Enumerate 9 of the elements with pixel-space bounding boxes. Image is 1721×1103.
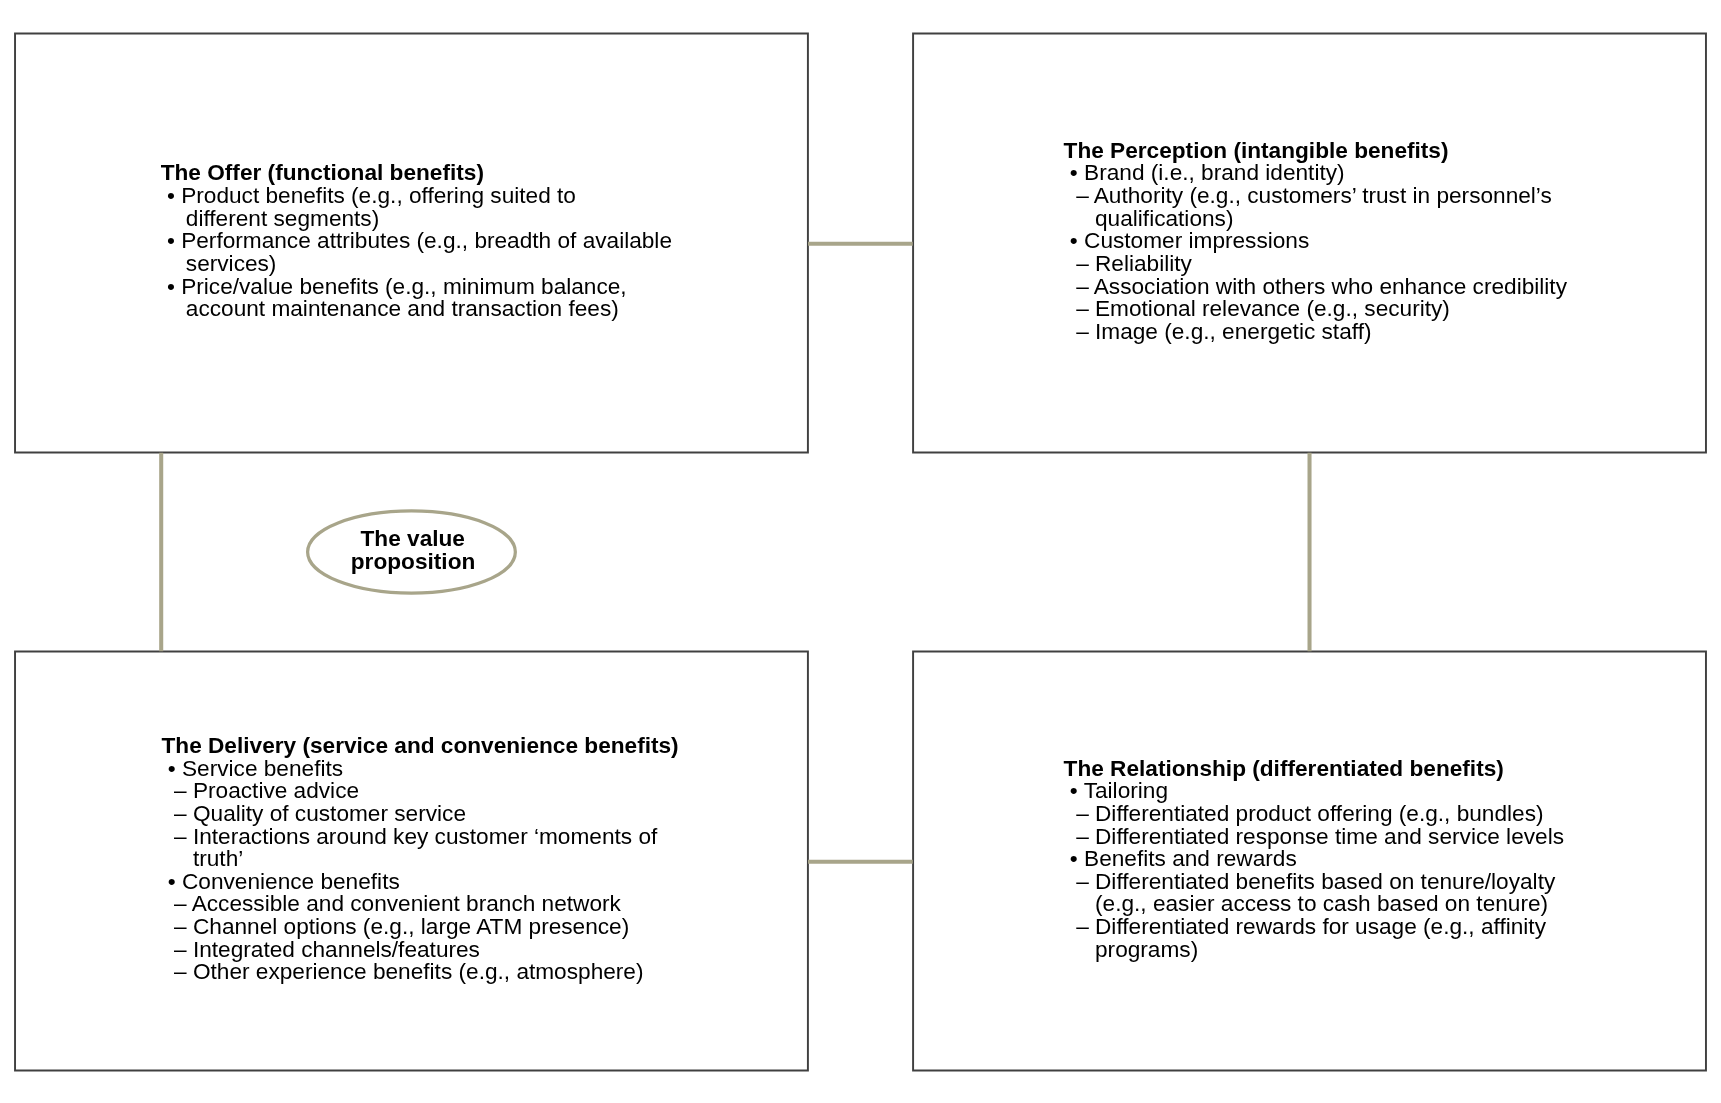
- connector: [808, 859, 913, 864]
- node-box: The Delivery (service and convenience benefits) • Service benefits – Proactive advice – Quality of customer service – Interactions around key customer ‘moments of truth’ • Convenience benefits – Accessible and convenient branch network – Channel options (e.g., large ATM presence) – Integrated channels/features – Other experience benefits (e.g., atmosphere): [14, 649, 809, 1071]
- connector: [159, 452, 164, 651]
- node-box: The Relationship (differentiated benefits) • Tailoring – Differentiated product offering (e.g., bundles) – Differentiated response time and service levels • Benefits and rewards – Differentiated benefits based on tenure/loyalty (e.g., easier access to cash based on tenure) – Differentiated rewards for usage (e.g., affinity programs): [912, 649, 1707, 1071]
- node-box: The Offer (functional benefits) • Product benefits (e.g., offering suited to different segments) • Performance attributes (e.g., breadth of available services) • Price/value benefits (e.g., minimum balance, account maintenance and transaction fees): [14, 32, 809, 454]
- node-ellipse: The value proposition: [306, 508, 517, 595]
- connector: [808, 241, 913, 246]
- node-box: The Perception (intangible benefits) • Brand (i.e., brand identity) – Authority (e.g., customers’ trust in personnel’s qualifications) • Customer impressions – Reliability – Association with others who enhance credibility – Emotional relevance (e.g., security) – Image (e.g., energetic staff): [912, 32, 1707, 454]
- connector: [1307, 452, 1312, 651]
